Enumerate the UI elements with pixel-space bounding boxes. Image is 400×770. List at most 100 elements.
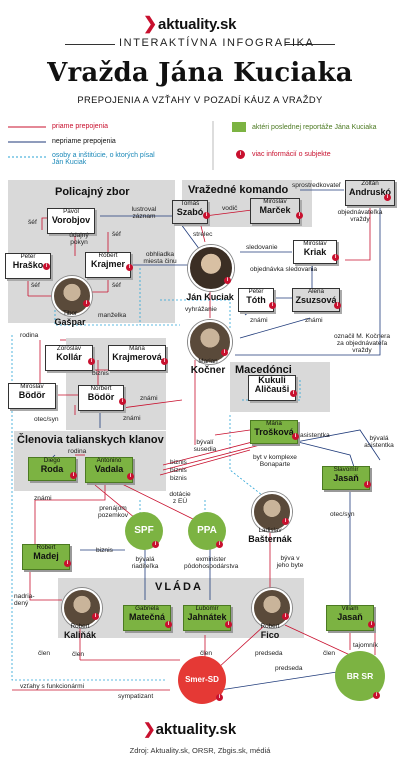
rel-clen: člen [38,650,51,657]
info-icon[interactable]: i [92,613,99,620]
rel-asistentka: asistentka [300,432,330,439]
rel-otec-syn: otec/syn [34,416,59,423]
divider-right [285,44,335,45]
legend-green: aktéri poslednej reportáže Jána Kuciaka [252,124,377,131]
region-macedonians-title: Macedónci [235,364,292,376]
info-icon[interactable]: i [161,358,168,365]
info-icon[interactable]: i [334,302,341,309]
rel-biznis: biznis [92,370,109,377]
info-icon[interactable]: i [282,518,289,525]
info-icon[interactable]: i [269,302,276,309]
legend-info: viac informácií o subjekte [252,151,331,158]
rel-clen: člen [323,650,336,657]
rel-manzelka: manželka [98,312,127,319]
rel-strelec: strelec [193,231,213,238]
rel-udajny-pokyn: údajný pokyn [69,232,89,246]
info-icon[interactable]: i [216,694,223,701]
rel-sef: šéf [28,219,37,226]
rel-znami: známi [250,317,268,324]
info-icon[interactable]: i [384,194,391,201]
region-commando-title: Vražedné komando [188,184,289,196]
rel-byvala-riaditelka: bývalá riaditeľka [131,556,159,570]
info-icon[interactable]: i [290,390,297,397]
logo-arrow-icon: ❯ [143,14,158,33]
rel-rodina: rodina [20,332,39,339]
photo-basternak [252,492,292,532]
rel-byva: býva v jeho byte [276,555,304,569]
info-icon[interactable]: i [64,560,71,567]
photo-gaspar [52,276,92,316]
rel-sprostredkovatel: sprostredkovateľ [292,182,341,189]
rel-tajomnik: tajomník [353,642,378,649]
info-icon[interactable]: i [332,254,339,261]
info-icon[interactable]: i [282,613,289,620]
rel-vodic: vodič [222,205,238,212]
info-icon[interactable]: i [165,621,172,628]
info-icon[interactable]: i [373,692,380,699]
region-police-title: Policajný zbor [55,186,130,198]
rel-sympatizant: sympatizant [118,693,154,700]
info-icon[interactable]: i [225,621,232,628]
info-icon[interactable]: i [364,481,371,488]
header-logo[interactable]: ❯aktuality.sk [143,14,237,33]
logo-arrow-icon: ❯ [143,721,156,738]
rel-sef: šéf [112,231,121,238]
rel-biznis: biznis [170,475,187,482]
node-spf[interactable]: SPF [125,512,163,550]
info-icon[interactable]: i [127,473,134,480]
info-icon[interactable]: i [43,263,50,270]
info-icon[interactable]: i [296,212,303,219]
rel-znami: známi [123,415,141,422]
info-icon[interactable]: i [119,398,126,405]
rel-znami: známi [305,317,323,324]
region-clans-title: Členovia talianskych klanov [17,434,164,446]
info-icon[interactable]: i [368,621,375,628]
footer-logo[interactable]: ❯aktuality.sk [143,721,237,738]
info-icon[interactable]: i [88,358,95,365]
photo-kuciak [188,245,234,291]
info-icon[interactable]: i [203,212,210,219]
info-icon[interactable]: i [224,277,231,284]
info-icon[interactable]: i [216,541,223,548]
info-icon[interactable]: i [70,472,77,479]
rel-lustroval: lustroval záznam [131,206,157,220]
rel-byvala-asistentka: bývalá asistentka [364,435,394,449]
rel-clen: člen [72,651,85,658]
info-icon[interactable]: i [221,349,228,356]
legend-indirect: nepriame prepojenia [52,138,116,145]
info-icon[interactable]: i [152,541,159,548]
info-icon[interactable]: i [292,433,299,440]
info-icon[interactable]: i [83,300,90,307]
legend-written: osoby a inštitúcie, o ktorých písal Ján … [52,152,155,166]
label-kuciak: Ján Kuciak [186,292,234,302]
info-icon[interactable]: i [126,264,133,271]
info-icon: i [236,150,245,159]
photo-kalinak [62,588,102,628]
